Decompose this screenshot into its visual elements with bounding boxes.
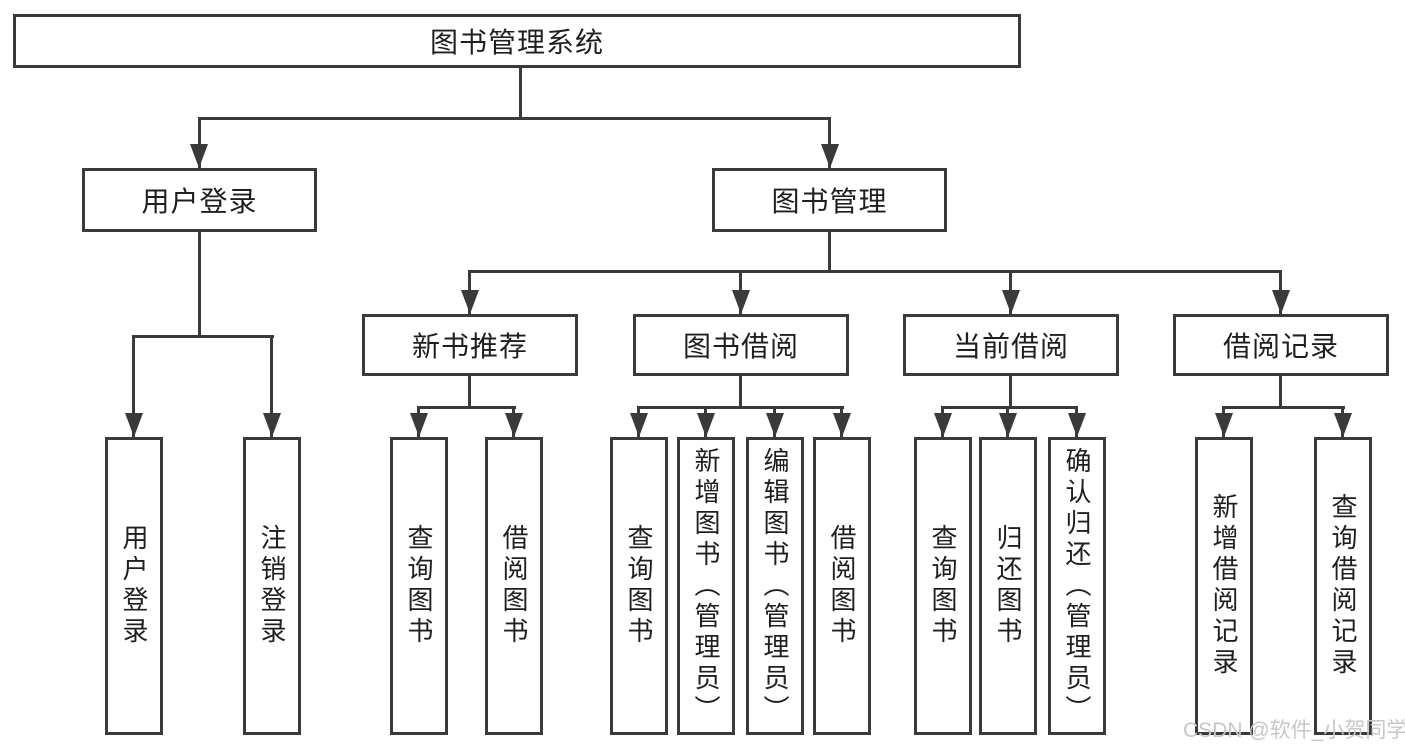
arrowhead-down-icon [821, 144, 839, 168]
leaf-borrow-book: 借阅图书 [813, 437, 871, 735]
connector-hline [637, 406, 844, 409]
arrowhead-down-icon [1334, 413, 1352, 437]
connector-vline [1279, 376, 1282, 409]
connector-vline [198, 117, 201, 168]
node-label: 用户登录 [141, 186, 258, 217]
node-user-login: 用户登录 [82, 168, 317, 232]
arrowhead-down-icon [190, 144, 208, 168]
leaf-add-borrow-record: 新增借阅记录 [1195, 437, 1253, 735]
connector-hline [132, 335, 274, 338]
leaf-user-login: 用户登录 [105, 437, 163, 735]
arrowhead-down-icon [833, 413, 851, 437]
arrowhead-down-icon [732, 290, 750, 314]
node-book-management: 图书管理 [712, 168, 947, 232]
connector-hline [941, 406, 1078, 409]
arrowhead-down-icon [697, 413, 715, 437]
connector-vline [739, 376, 742, 409]
csdn-watermark: CSDN @软件_小贺同学 [1183, 719, 1405, 742]
arrowhead-down-icon [461, 290, 479, 314]
arrowhead-down-icon [1002, 290, 1020, 314]
node-label: 查询图书 [928, 524, 958, 648]
connector-hline [417, 406, 516, 409]
arrowhead-down-icon [1068, 413, 1086, 437]
connector-hline [1222, 406, 1345, 409]
leaf-search-borrow-record: 查询借阅记录 [1314, 437, 1372, 735]
node-label: 新书推荐 [411, 331, 528, 362]
arrowhead-down-icon [934, 413, 952, 437]
node-new-book-recommendation: 新书推荐 [362, 314, 578, 376]
arrowhead-down-icon [410, 413, 428, 437]
node-label: 借阅图书 [827, 524, 857, 648]
leaf-logout: 注销登录 [243, 437, 301, 735]
node-label: 查询借阅记录 [1328, 493, 1358, 679]
leaf-search-books-recommend: 查询图书 [390, 437, 448, 735]
leaf-search-books-borrowing: 查询图书 [610, 437, 668, 735]
leaf-edit-book-admin: 编辑图书（管理员） [746, 437, 804, 735]
node-label: 图书管理系统 [429, 27, 604, 58]
node-label: 用户登录 [119, 524, 149, 648]
arrowhead-down-icon [999, 413, 1017, 437]
node-current-borrowing: 当前借阅 [903, 314, 1119, 376]
node-borrowing-records: 借阅记录 [1173, 314, 1389, 376]
arrowhead-down-icon [125, 413, 143, 437]
arrowhead-down-icon [630, 413, 648, 437]
leaf-return-book: 归还图书 [979, 437, 1037, 735]
node-label: 查询图书 [404, 524, 434, 648]
node-label: 新增图书（管理员） [691, 446, 721, 726]
connector-vline [198, 232, 201, 338]
arrowhead-down-icon [1272, 290, 1290, 314]
arrowhead-down-icon [766, 413, 784, 437]
leaf-add-book-admin: 新增图书（管理员） [677, 437, 735, 735]
node-label: 注销登录 [257, 524, 287, 648]
leaf-borrow-books-recommend: 借阅图书 [485, 437, 543, 735]
node-label: 借阅图书 [499, 524, 529, 648]
connector-hline [468, 270, 1282, 273]
node-label: 编辑图书（管理员） [760, 446, 790, 726]
connector-vline [519, 68, 522, 120]
leaf-confirm-return-admin: 确认归还（管理员） [1048, 437, 1106, 735]
leaf-search-books-current: 查询图书 [914, 437, 972, 735]
connector-vline [828, 232, 831, 273]
node-book-borrowing: 图书借阅 [633, 314, 849, 376]
arrowhead-down-icon [263, 413, 281, 437]
connector-vline [1009, 376, 1012, 409]
connector-vline [828, 117, 831, 168]
node-label: 查询图书 [624, 524, 654, 648]
arrowhead-down-icon [505, 413, 523, 437]
node-label: 图书管理 [771, 186, 888, 217]
node-label: 借阅记录 [1222, 331, 1339, 362]
node-library-management-system: 图书管理系统 [13, 14, 1021, 68]
node-label: 确认归还（管理员） [1062, 446, 1092, 726]
arrowhead-down-icon [1215, 413, 1233, 437]
node-label: 当前借阅 [952, 331, 1069, 362]
connector-vline [270, 335, 273, 437]
node-label: 归还图书 [993, 524, 1023, 648]
connector-vline [132, 335, 135, 437]
node-label: 图书借阅 [682, 331, 799, 362]
node-label: 新增借阅记录 [1209, 493, 1239, 679]
connector-hline [198, 117, 831, 120]
connector-vline [468, 376, 471, 409]
